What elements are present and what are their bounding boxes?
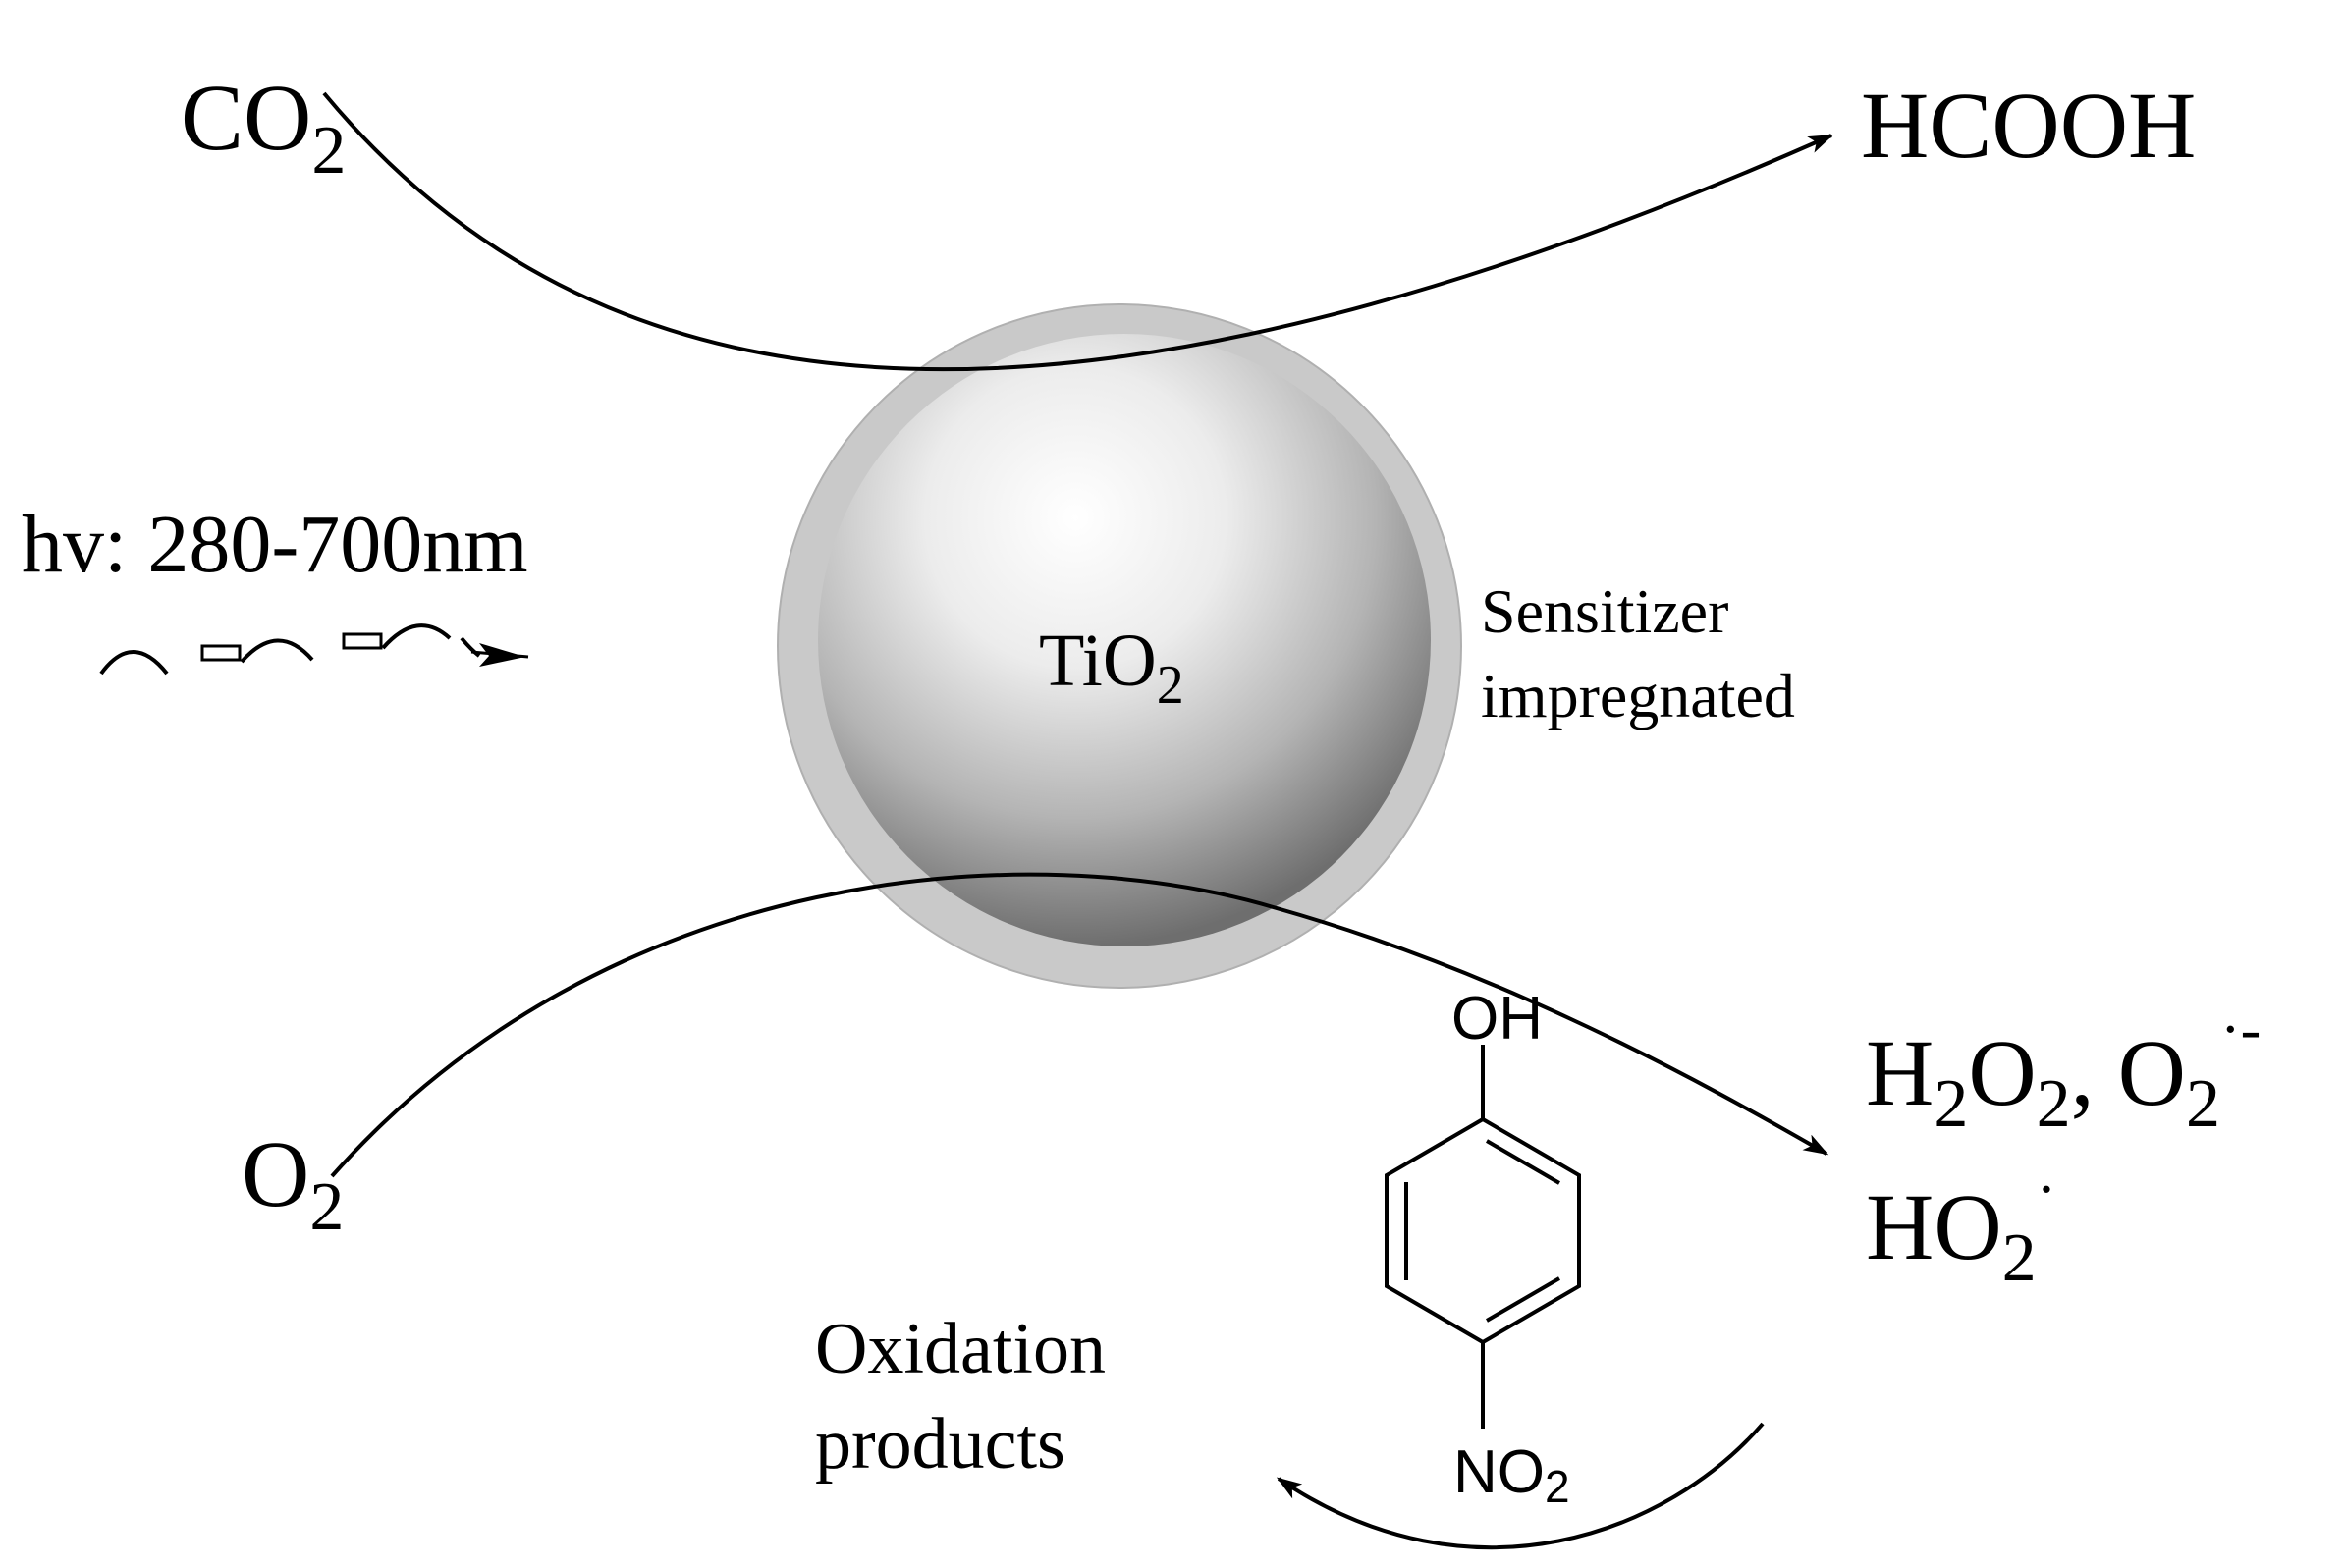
molecule-oh-label: OH — [1451, 985, 1543, 1053]
o2-label: O2 — [242, 1121, 344, 1245]
sensitizer-label-line1: Sensitizer — [1481, 576, 1728, 646]
nitrophenol-structure — [1385, 1045, 1581, 1429]
tio2-core — [818, 334, 1431, 946]
oxidation-label-line1: Oxidation — [815, 1309, 1106, 1389]
light-label: hv: 280-700nm — [22, 499, 528, 590]
sensitizer-label-line2: impregnated — [1481, 661, 1795, 730]
hcooh-label: HCOOH — [1861, 73, 2196, 178]
oxidation-label-line2: products — [815, 1404, 1065, 1485]
tio2-label: TiO2 — [1039, 620, 1184, 716]
ros-label-line1: H2O2, O2·- — [1866, 997, 2261, 1142]
degradation-arc — [1276, 1422, 1765, 1550]
co2-label: CO2 — [181, 65, 346, 189]
light-wave-icon — [99, 623, 529, 676]
tio2-particle: TiO2 — [777, 303, 1462, 989]
ros-label-line2: HO2· — [1866, 1157, 2056, 1296]
molecule-no2-label: NO2 — [1453, 1438, 1570, 1512]
top-reaction-arc — [322, 91, 1834, 372]
bottom-reaction-arc — [330, 872, 1829, 1178]
